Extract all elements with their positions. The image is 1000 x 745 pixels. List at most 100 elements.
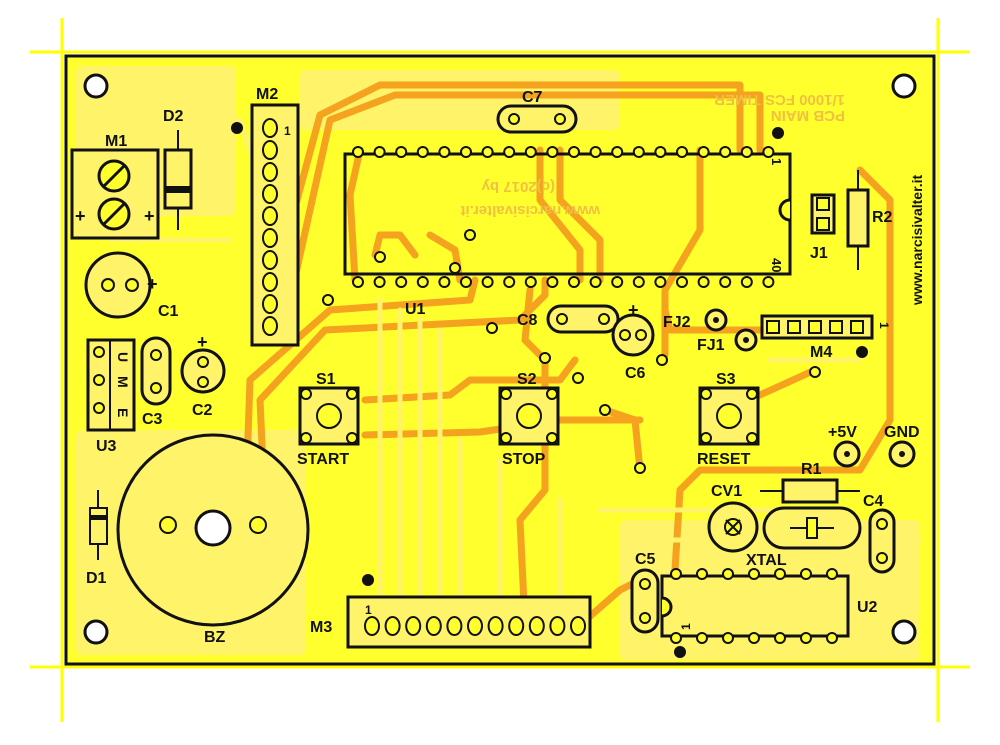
label-s3-name: RESET xyxy=(697,451,751,468)
label-c6-plus: + xyxy=(628,300,639,320)
u1-pin-pad xyxy=(546,146,559,158)
m3-pin-pad xyxy=(487,616,504,636)
c4-pin-pad xyxy=(876,518,888,530)
m3-pin-pad xyxy=(549,616,566,636)
c2-capacitor xyxy=(180,348,226,394)
via-pad xyxy=(809,366,821,378)
c6-capacitor xyxy=(611,313,655,357)
c7-capacitor xyxy=(496,104,578,134)
u1-pin-pad xyxy=(481,146,494,158)
m3-pin-pad xyxy=(405,616,422,636)
u1-pin-pad xyxy=(438,146,451,158)
u1-pin-pad xyxy=(611,146,624,158)
u1-pin-pad xyxy=(589,276,602,288)
c6-pin-pad xyxy=(635,329,647,341)
switch-pin-pad xyxy=(300,432,312,444)
u1-pin-pad xyxy=(460,146,472,158)
u2-pin-pad xyxy=(722,568,734,580)
label-c6: C6 xyxy=(625,365,646,382)
label-r2: R2 xyxy=(872,209,893,226)
label-u3-pin-m: M xyxy=(115,376,131,388)
mirror-text-line2: PCB MAIN xyxy=(771,107,845,124)
u2-pin-pad xyxy=(748,568,760,580)
c8-capacitor xyxy=(546,304,620,334)
c5-capacitor xyxy=(630,568,660,634)
power-pads xyxy=(833,440,916,468)
via-pad xyxy=(322,294,334,306)
u2-pin-pad xyxy=(722,632,734,644)
mirror-text: 1/1000 FCS TIMER PCB MAIN (c)2017 by www… xyxy=(460,91,845,219)
u1-pin-pad xyxy=(546,276,559,288)
c8-pin-pad xyxy=(598,313,610,325)
u1-pin-pad xyxy=(395,146,408,158)
xtal-crystal xyxy=(762,506,862,550)
c7-pin-pad xyxy=(508,113,520,125)
m4-pin-pad xyxy=(766,320,780,334)
mirror-text-line1: 1/1000 FCS TIMER xyxy=(714,91,845,108)
c5-pin-pad xyxy=(639,578,651,590)
m4-pin-pad xyxy=(787,320,801,334)
label-website: www.narcisivalter.it xyxy=(909,174,925,306)
m3-pin-pad xyxy=(425,616,442,636)
switch-pin-pad xyxy=(746,432,758,444)
label-c8: C8 xyxy=(517,312,538,329)
u2-pin-pad xyxy=(696,568,708,580)
pin-pads xyxy=(93,113,888,644)
u2-pin-pad xyxy=(696,632,708,644)
label-u3-pin-u: U xyxy=(115,352,131,362)
switch-pin-pad xyxy=(746,388,758,400)
c5-pin-pad xyxy=(639,612,651,624)
mounting-holes xyxy=(83,73,917,645)
via-pad xyxy=(634,462,646,474)
u2-pin-pad xyxy=(670,568,682,580)
m3-pin-pad xyxy=(364,616,380,636)
via-pad xyxy=(464,229,476,241)
m4-pin-pad xyxy=(808,320,822,334)
label-u3: U3 xyxy=(96,438,117,455)
via-pad xyxy=(486,322,498,334)
u2-pin-pad xyxy=(800,568,812,580)
via-pad xyxy=(539,352,551,364)
m2-pin-pad xyxy=(262,184,278,204)
u1-pin-pad xyxy=(395,276,408,288)
r1-resistor xyxy=(760,478,860,504)
u1-pin-pad xyxy=(676,276,688,288)
u1-pin-pad xyxy=(524,276,537,288)
u1-pin-pad xyxy=(740,146,753,158)
u1-pin-pad xyxy=(632,276,645,288)
m2-pin-pad xyxy=(262,272,278,292)
u1-pin-pad xyxy=(416,276,429,288)
c4-pin-pad xyxy=(876,552,888,564)
u1-pin-pad xyxy=(697,146,710,158)
mirror-text-line3: (c)2017 by xyxy=(481,178,555,195)
u1-pin-pad xyxy=(460,276,472,288)
label-s3: S3 xyxy=(716,371,736,388)
u1-pin-pad xyxy=(676,146,688,158)
label-m2: M2 xyxy=(256,86,278,103)
m2-pin-pad xyxy=(262,140,278,160)
d2-diode xyxy=(163,130,193,230)
label-s2-name: STOP xyxy=(502,451,546,468)
fj-pads xyxy=(704,308,758,352)
u1-pin-pad xyxy=(740,276,753,288)
m1-terminal-block xyxy=(70,148,160,240)
j1-pin-pad xyxy=(816,217,830,231)
d1-diode xyxy=(89,490,108,560)
label-u1-pin40: 40 xyxy=(769,258,784,272)
label-c5: C5 xyxy=(635,551,656,568)
switch-pin-pad xyxy=(700,432,712,444)
u1-pin-pad xyxy=(568,146,580,158)
label-s1: S1 xyxy=(316,371,336,388)
j1-pin-pad xyxy=(816,197,830,211)
u1-pin-pad xyxy=(762,146,775,158)
label-m1: M1 xyxy=(105,133,127,150)
label-c1-plus: + xyxy=(147,274,158,294)
label-m1-plus-b: + xyxy=(144,206,155,226)
via-pad xyxy=(572,372,584,384)
m2-pin-pad xyxy=(262,162,278,182)
label-u2: U2 xyxy=(857,599,878,616)
u1-ic xyxy=(343,127,792,276)
r2-resistor xyxy=(846,170,870,270)
